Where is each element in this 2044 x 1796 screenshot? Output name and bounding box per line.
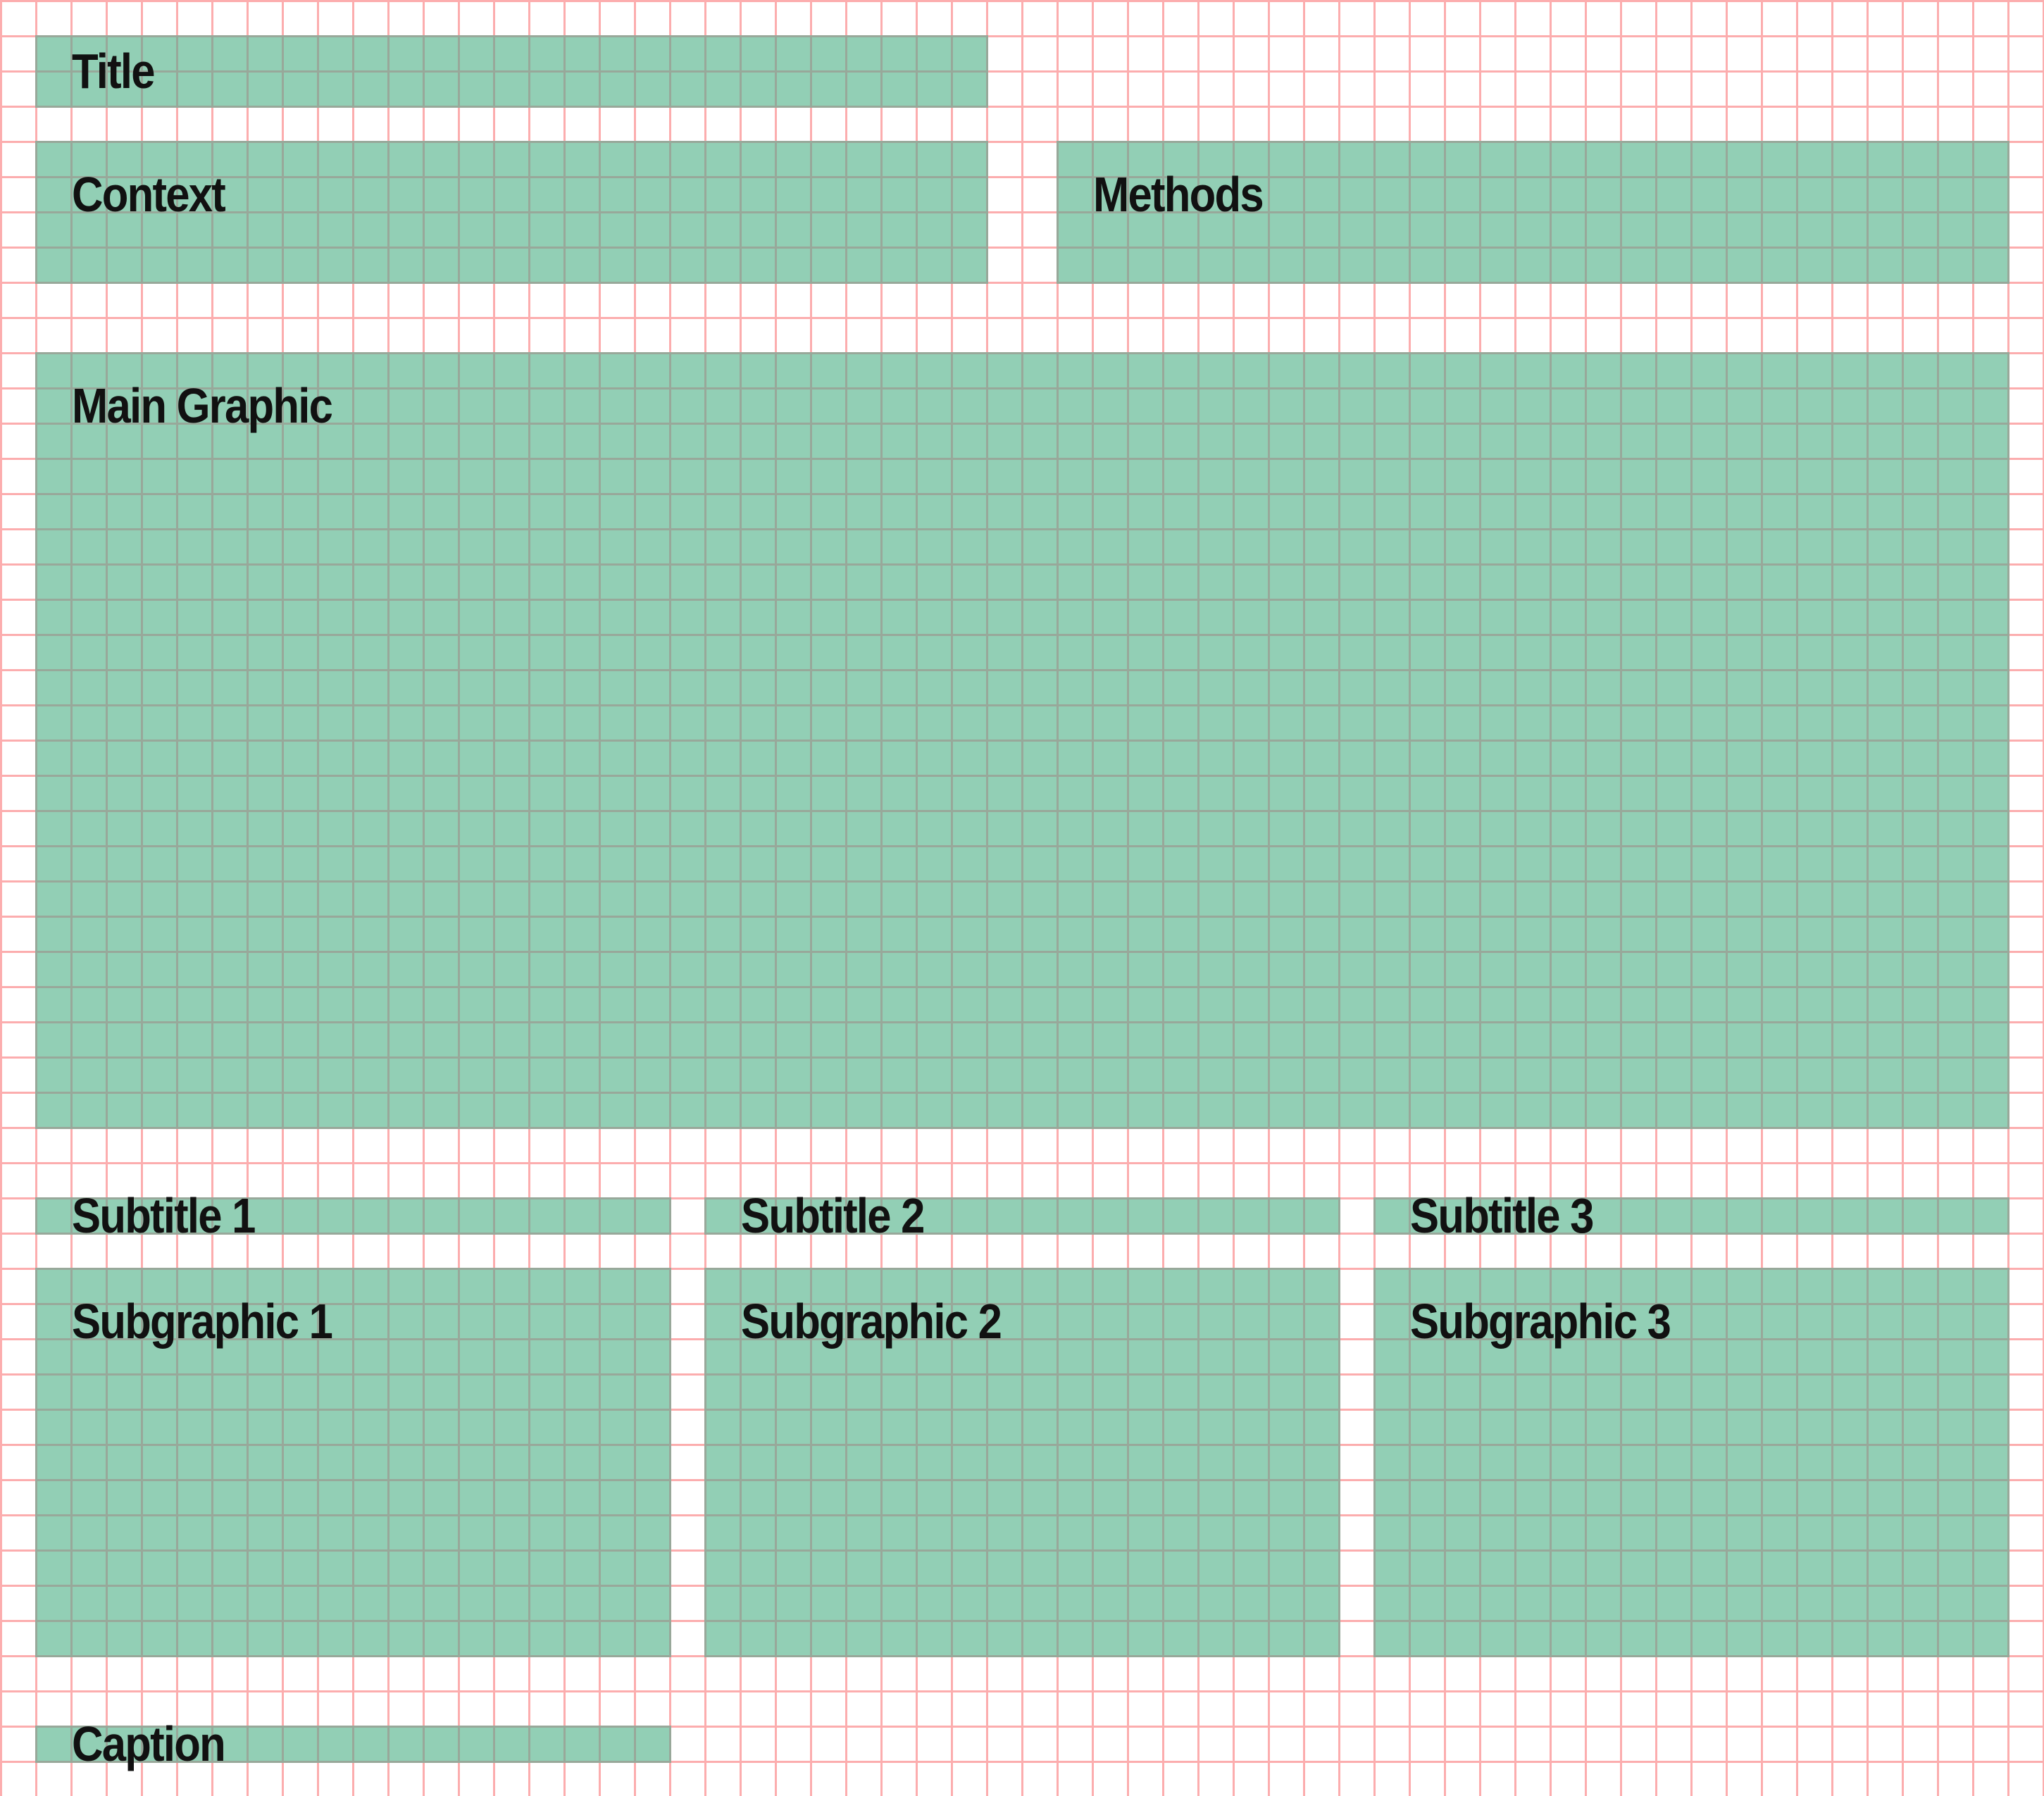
label-methods: Methods: [1093, 167, 1264, 222]
block-subtitle-3: [1373, 1197, 2009, 1235]
label-caption: Caption: [72, 1716, 226, 1771]
block-subgraphic-2: [704, 1268, 1340, 1657]
block-subtitle-2: [704, 1197, 1340, 1235]
label-subgraphic-3: Subgraphic 3: [1410, 1294, 1671, 1349]
block-main-graphic: [35, 352, 2009, 1129]
label-subgraphic-1: Subgraphic 1: [72, 1294, 333, 1349]
block-title: [35, 35, 988, 108]
block-subtitle-1: [35, 1197, 671, 1235]
label-title: Title: [72, 44, 155, 99]
block-context: [35, 141, 988, 284]
label-subtitle-1: Subtitle 1: [72, 1188, 256, 1243]
label-context: Context: [72, 167, 226, 222]
label-main-graphic: Main Graphic: [72, 378, 333, 433]
block-subgraphic-1: [35, 1268, 671, 1657]
block-caption: [35, 1726, 671, 1763]
label-subtitle-2: Subtitle 2: [741, 1188, 925, 1243]
block-subgraphic-3: [1373, 1268, 2009, 1657]
block-methods: [1057, 141, 2009, 284]
label-subgraphic-2: Subgraphic 2: [741, 1294, 1002, 1349]
label-subtitle-3: Subtitle 3: [1410, 1188, 1594, 1243]
